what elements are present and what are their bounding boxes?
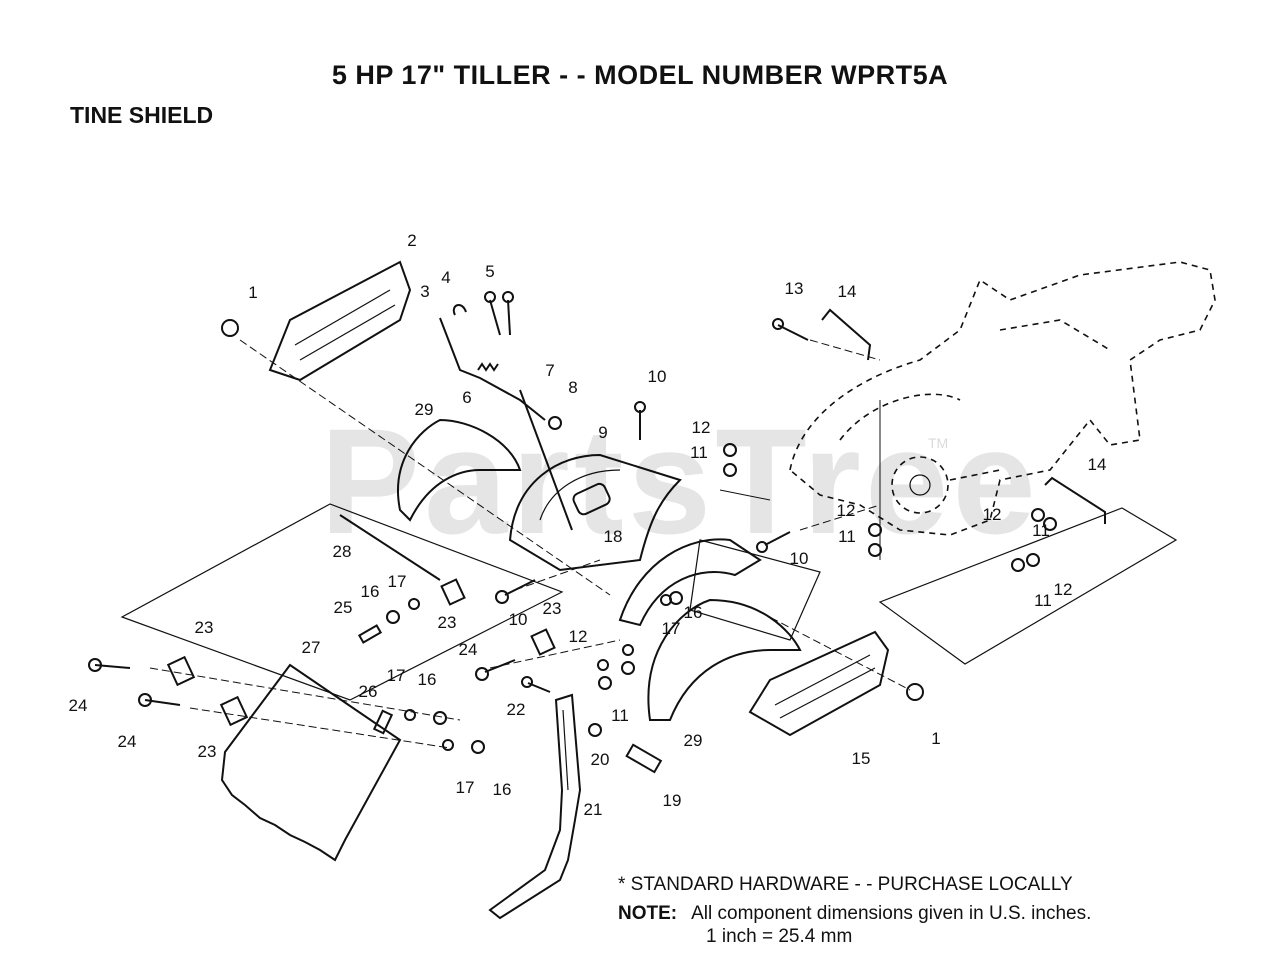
section-title: TINE SHIELD [70,102,214,128]
part-callout-17: 17 [456,778,475,797]
part-callout-16: 16 [418,670,437,689]
flap-27 [220,663,402,862]
part-callout-21: 21 [584,800,603,819]
part-callout-28: 28 [333,542,352,561]
part-callout-2: 2 [407,231,416,250]
spring-linkage [439,304,573,531]
part-callout-29: 29 [684,731,703,750]
unit-conversion: 1 inch = 25.4 mm [706,926,853,947]
pin-19 [625,743,663,774]
part-callout-12: 12 [837,501,856,520]
assembly-lines [149,339,911,749]
bracket-14-lower [1044,476,1106,524]
part-callout-17: 17 [662,619,681,638]
part-callout-23: 23 [198,742,217,761]
part-callout-10: 10 [509,610,528,629]
clamps-23 [166,578,556,735]
part-callout-23: 23 [543,599,562,618]
watermark: PartsTree [320,397,1040,565]
part-callout-10: 10 [648,367,667,386]
tiller-frame [789,261,1216,536]
part-callout-5: 5 [485,262,494,281]
bracket-14-upper [821,308,872,361]
part-callout-9: 9 [598,423,607,442]
part-callout-1: 1 [248,283,257,302]
part-callout-12: 12 [1054,580,1073,599]
part-callout-12: 12 [692,418,711,437]
part-callout-25: 25 [334,598,353,617]
rod-28 [339,514,441,581]
part-callout-24: 24 [459,640,478,659]
part-callout-27: 27 [302,638,321,657]
shield-extension [618,538,762,627]
part-callout-4: 4 [441,268,450,287]
part-callout-22: 22 [507,700,526,719]
part-callout-10: 10 [790,549,809,568]
reference-plane-mid [689,539,821,641]
part-callout-20: 20 [591,750,610,769]
part-callout-11: 11 [1034,591,1052,610]
page-title: 5 HP 17" TILLER - - MODEL NUMBER WPRT5A [331,60,949,90]
part-callout-17: 17 [387,666,406,685]
standard-hardware-note: * STANDARD HARDWARE - - PURCHASE LOCALLY [618,874,1073,895]
part-callout-23: 23 [438,613,457,632]
part-callout-17: 17 [388,572,407,591]
part-callout-23: 23 [195,618,214,637]
tine-shield-9 [508,453,682,572]
shield-29-right [647,598,802,721]
part-callout-11: 11 [690,443,708,462]
part-callout-11: 11 [838,527,856,546]
part-callout-26: 26 [359,682,378,701]
part-callout-11: 11 [1032,521,1050,540]
watermark-trademark: TM [928,435,949,451]
part-callout-15: 15 [852,749,871,768]
part-callout-16: 16 [361,582,380,601]
bracket-18 [572,482,611,516]
dimensions-note: NOTE: All component dimensions given in U… [618,903,1091,925]
part-callout-14: 14 [838,282,857,301]
part-callout-12: 12 [569,627,588,646]
part-callout-3: 3 [420,282,429,301]
part-callout-16: 16 [684,603,703,622]
part-callout-7: 7 [545,361,554,380]
part-callout-18: 18 [604,527,623,546]
note-label: NOTE: [618,903,678,924]
part-callout-12: 12 [983,505,1002,524]
side-plate-2 [268,260,412,382]
reference-plane-right [878,507,1178,665]
part-callout-14: 14 [1088,455,1107,474]
reference-plane-left [120,503,564,701]
part-callout-6: 6 [462,388,471,407]
part-callout-24: 24 [118,732,137,751]
side-plate-15 [748,630,890,737]
depth-bar-21 [488,693,582,920]
part-callout-29: 29 [415,400,434,419]
part-callout-11: 11 [611,706,629,725]
note-text: All component dimensions given in U.S. i… [691,903,1092,924]
shield-29-left [397,418,522,522]
part-callout-16: 16 [493,780,512,799]
part-callout-8: 8 [568,378,577,397]
part-callout-24: 24 [69,696,88,715]
part-callout-13: 13 [785,279,804,298]
bolts [88,291,809,707]
part-callout-19: 19 [663,791,682,810]
part-callout-1: 1 [931,729,940,748]
